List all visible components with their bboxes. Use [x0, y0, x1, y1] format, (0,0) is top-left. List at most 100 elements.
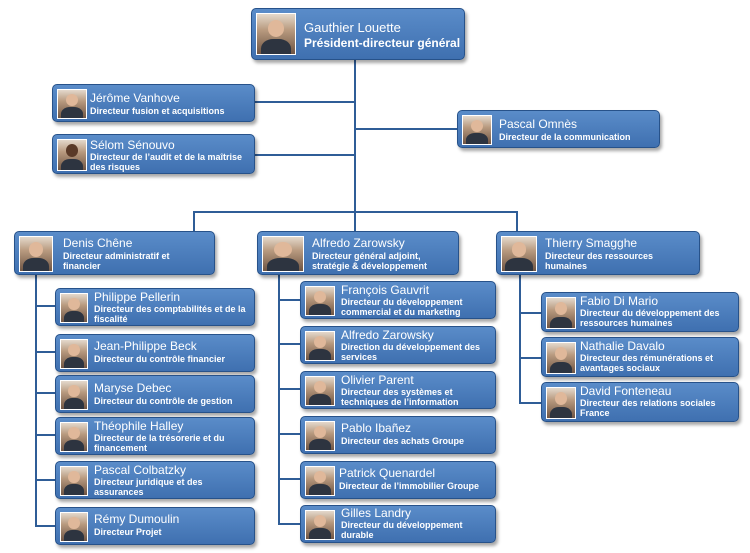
connector-line [355, 128, 457, 130]
report-card[interactable]: François Gauvrit Directeur du développem… [300, 281, 496, 319]
connector-line [35, 525, 55, 527]
avatar [305, 331, 335, 361]
connector-line [278, 343, 300, 345]
connector-line [35, 305, 55, 307]
avatar [57, 139, 87, 171]
person-title: Directeur du contrôle de gestion [94, 396, 233, 406]
person-title: Directeur du contrôle financier [94, 354, 226, 364]
avatar [546, 387, 576, 419]
connector-line [278, 433, 300, 435]
ceo-card[interactable]: Gauthier Louette Président-directeur gén… [251, 8, 465, 60]
person-name: Pascal Colbatzky [94, 463, 187, 477]
person-name: David Fonteneau [580, 384, 672, 398]
report-card[interactable]: Gilles Landry Directeur du développement… [300, 505, 496, 543]
person-title: Directeur de la trésorerie et du finance… [94, 433, 225, 453]
connector-line [35, 272, 37, 527]
report-card[interactable]: Patrick Quenardel Directeur de l’immobil… [300, 461, 496, 499]
avatar [305, 376, 335, 406]
person-name: Thierry Smagghe [545, 236, 638, 250]
report-card[interactable]: Maryse Debec Directeur du contrôle de ge… [55, 375, 255, 413]
connector-line [278, 299, 300, 301]
report-card[interactable]: Olivier Parent Directeur des systèmes et… [300, 371, 496, 409]
person-title: Directeur Projet [94, 527, 162, 537]
avatar [57, 89, 87, 119]
person-title: Directeur des relations sociales France [580, 398, 716, 418]
branch-head-card[interactable]: Thierry Smagghe Directeur des ressources… [496, 231, 700, 275]
connector-line [35, 392, 55, 394]
report-card[interactable]: Philippe Pellerin Directeur des comptabi… [55, 288, 255, 326]
connector-line [255, 101, 355, 103]
avatar [256, 13, 296, 55]
branch-head-card[interactable]: Denis Chêne Directeur administratif et f… [14, 231, 215, 275]
report-card[interactable]: David Fonteneau Directeur des relations … [541, 382, 739, 422]
person-title: Directeur administratif et financier [63, 251, 170, 271]
connector-line [519, 273, 521, 404]
avatar [60, 466, 88, 496]
connector-line [278, 478, 300, 480]
avatar [262, 236, 304, 272]
person-title: Directeur du développement commercial et… [341, 297, 463, 317]
person-name: Philippe Pellerin [94, 290, 181, 304]
avatar [305, 510, 335, 540]
connector-line [278, 273, 280, 525]
connector-line [193, 211, 195, 233]
person-name: Maryse Debec [94, 381, 172, 395]
connector-line [35, 351, 55, 353]
report-card[interactable]: Théophile Halley Directeur de la trésore… [55, 417, 255, 455]
connector-line [354, 60, 356, 212]
connector-line [519, 402, 541, 404]
person-name: Alfredo Zarowsky [341, 328, 434, 342]
person-name: Jean-Philippe Beck [94, 339, 197, 353]
person-title: Président-directeur général [304, 36, 461, 50]
staff-card[interactable]: Jérôme Vanhove Directeur fusion et acqui… [52, 84, 255, 122]
branch-head-card[interactable]: Alfredo Zarowsky Directeur général adjoi… [257, 231, 459, 275]
person-name: Pablo Ibañez [341, 421, 412, 435]
report-card[interactable]: Rémy Dumoulin Directeur Projet [55, 507, 255, 545]
person-title: Directeur de la communication [499, 132, 631, 142]
person-name: Rémy Dumoulin [94, 512, 180, 526]
connector-line [35, 434, 55, 436]
person-title: Directeur général adjoint, stratégie & d… [312, 251, 428, 271]
person-title: Directeur de l’immobilier Groupe [339, 481, 480, 491]
report-card[interactable]: Alfredo Zarowsky Direction du développem… [300, 326, 496, 364]
person-name: Théophile Halley [94, 419, 184, 433]
person-title: Directeur des comptabilités et de la fis… [94, 304, 246, 324]
person-title: Directeur juridique et des assurances [94, 477, 203, 497]
avatar [60, 422, 88, 452]
avatar [546, 297, 576, 329]
staff-card[interactable]: Sélom Sénouvo Directeur de l’audit et de… [52, 134, 255, 174]
person-title: Directeur des achats Groupe [341, 436, 465, 446]
report-card[interactable]: Nathalie Davalo Directeur des rémunérati… [541, 337, 739, 377]
staff-card[interactable]: Pascal Omnès Directeur de la communicati… [457, 110, 660, 148]
avatar [60, 339, 88, 369]
person-name: François Gauvrit [341, 283, 430, 297]
person-title: Directeur du développement durable [341, 520, 463, 540]
person-name: Gilles Landry [341, 506, 412, 520]
person-name: Alfredo Zarowsky [312, 236, 405, 250]
person-name: Gauthier Louette [304, 20, 401, 35]
person-name: Olivier Parent [341, 373, 414, 387]
person-title: Directeur des systèmes et techniques de … [341, 387, 459, 407]
avatar [60, 512, 88, 542]
report-card[interactable]: Pablo Ibañez Directeur des achats Groupe [300, 416, 496, 454]
person-name: Sélom Sénouvo [90, 138, 175, 152]
avatar [462, 115, 492, 145]
person-title: Directeur des ressources humaines [545, 251, 654, 271]
report-card[interactable]: Jean-Philippe Beck Directeur du contrôle… [55, 334, 255, 372]
person-title: Directeur des rémunérations et avantages… [580, 353, 714, 373]
person-name: Nathalie Davalo [580, 339, 665, 353]
person-name: Denis Chêne [63, 236, 133, 250]
avatar [546, 342, 576, 374]
connector-line [35, 479, 55, 481]
avatar [501, 236, 537, 272]
person-name: Fabio Di Mario [580, 294, 659, 308]
person-title: Direction du développement des services [341, 342, 481, 362]
connector-line [516, 211, 518, 233]
connector-line [278, 388, 300, 390]
report-card[interactable]: Pascal Colbatzky Directeur juridique et … [55, 461, 255, 499]
person-title: Directeur fusion et acquisitions [90, 106, 225, 116]
report-card[interactable]: Fabio Di Mario Directeur du développemen… [541, 292, 739, 332]
person-name: Pascal Omnès [499, 117, 578, 131]
person-name: Jérôme Vanhove [90, 91, 180, 105]
avatar [60, 293, 88, 323]
